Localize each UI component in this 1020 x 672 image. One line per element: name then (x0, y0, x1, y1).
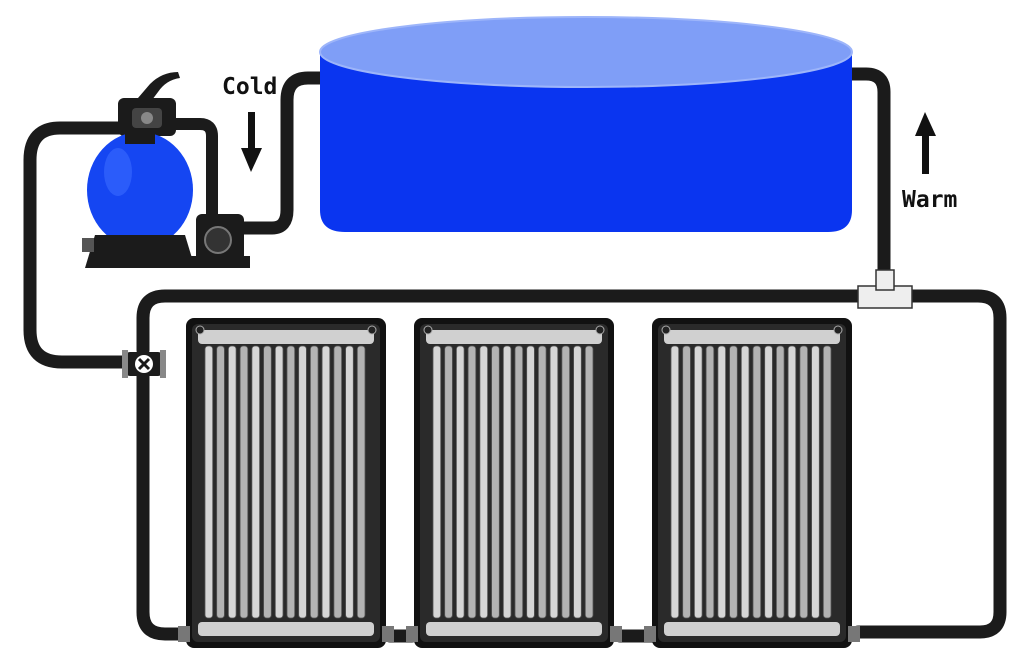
panel-tube (274, 345, 284, 619)
panel-tube (538, 345, 547, 619)
warm-label: Warm (902, 187, 957, 213)
panel-bottom-manifold (664, 622, 840, 636)
panel-body (192, 324, 380, 642)
pool-body (320, 52, 852, 232)
panel-tube (787, 345, 797, 619)
multiport-valve-handle (138, 72, 180, 100)
panel-tube (717, 345, 727, 619)
panel-tube (776, 345, 785, 619)
solar-panel-1 (178, 318, 394, 648)
solar-panel-3 (644, 318, 860, 648)
hose-top-manifold (136, 289, 869, 357)
panel-bolt (423, 325, 433, 335)
panel-tube (356, 345, 366, 619)
panel-inlet-stub (178, 626, 190, 642)
panel-bottom-manifold (426, 622, 602, 636)
panel-tube (216, 345, 225, 619)
panel-tube (502, 345, 512, 619)
panel-bolt (661, 325, 671, 335)
solar-panels (178, 318, 860, 648)
panel-outlet-stub (382, 626, 394, 642)
pool-water-surface (320, 17, 852, 87)
panel-tube (432, 345, 442, 619)
panel-tube (263, 345, 272, 619)
panel-top-manifold (198, 330, 374, 344)
panel-tube (549, 345, 559, 619)
valve-knob (141, 112, 153, 124)
panel-tube (345, 345, 354, 619)
hose-pump-to-pool (233, 71, 329, 235)
arrow-down-icon (241, 112, 262, 172)
tank-highlight (104, 148, 132, 196)
panel-outlet-stub (610, 626, 622, 642)
cold-label: Cold (222, 74, 277, 100)
sand-filter-pump-icon (82, 72, 250, 268)
panel-tube (740, 345, 750, 619)
panel-tube (491, 345, 500, 619)
hose-network (23, 67, 1007, 643)
hose-filter-to-valve (23, 121, 135, 369)
panel-tube (467, 345, 477, 619)
panel-tube (309, 345, 319, 619)
hose-left-down (136, 368, 189, 641)
panel-bottom-manifold (198, 622, 374, 636)
solar-panel-2 (406, 318, 622, 648)
panel-tube (239, 345, 249, 619)
panel-tube (799, 345, 809, 619)
pool-rim-highlight (319, 16, 853, 88)
arrow-up-icon (915, 112, 936, 174)
bypass-valve-icon (122, 350, 166, 378)
panel-tube (694, 345, 703, 619)
filter-base (85, 235, 195, 268)
panel-tube (286, 345, 296, 619)
tank-neck (125, 132, 155, 144)
panel-bolt (367, 325, 377, 335)
panel-tube (479, 345, 488, 619)
panel-tube (811, 345, 820, 619)
panel-tube (670, 345, 680, 619)
panel-bolt (195, 325, 205, 335)
panel-tube (298, 345, 307, 619)
warm-indicator: Warm (902, 112, 957, 213)
panel-tube (204, 345, 214, 619)
panel-tube (764, 345, 773, 619)
panel-inlet-stub (644, 626, 656, 642)
filter-tank (87, 132, 193, 248)
panel-tube (822, 345, 832, 619)
panel-tube (514, 345, 524, 619)
panel-body (658, 324, 846, 642)
panel-tube (705, 345, 715, 619)
panel-bolt (595, 325, 605, 335)
pool (319, 16, 853, 232)
panel-tube (573, 345, 582, 619)
panel-bolt (833, 325, 843, 335)
hose-right-loop (851, 289, 1007, 639)
tee-connector-icon (857, 269, 913, 309)
pump-connector-pipe (176, 118, 218, 218)
pump-base (188, 256, 250, 268)
panel-tube (455, 345, 465, 619)
drain-plug (82, 238, 94, 252)
panel-tube (729, 345, 738, 619)
panel-tube (561, 345, 571, 619)
pump-impeller (204, 226, 232, 254)
panel-tube (333, 345, 342, 619)
panel-top-manifold (664, 330, 840, 344)
panel-tube (444, 345, 453, 619)
hose-pool-to-tee (845, 67, 891, 295)
panel-tube (526, 345, 535, 619)
panel-body (420, 324, 608, 642)
panel-inlet-stub (406, 626, 418, 642)
panel-tube (321, 345, 331, 619)
panel-top-manifold (426, 330, 602, 344)
panel-tube (251, 345, 260, 619)
panel-tube (584, 345, 594, 619)
panel-outlet-stub (848, 626, 860, 642)
panel-tube (752, 345, 762, 619)
panel-tube (227, 345, 237, 619)
cold-indicator: Cold (222, 74, 277, 172)
panel-tube (682, 345, 691, 619)
